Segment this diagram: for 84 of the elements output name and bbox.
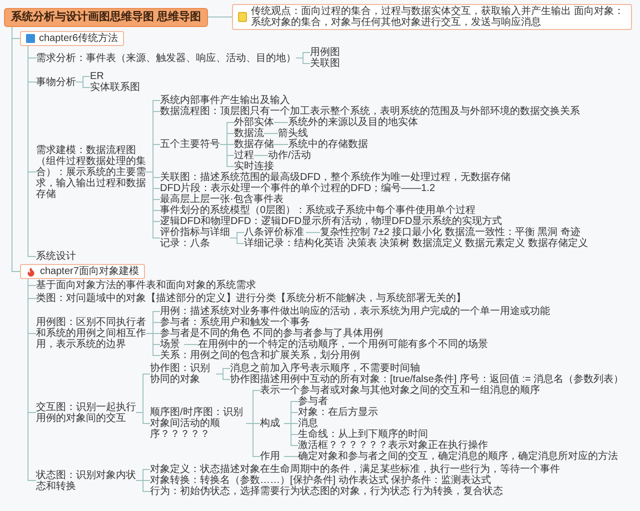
topic-text: 实体联系图 — [90, 82, 140, 93]
connector-line — [274, 144, 288, 145]
topic-text: 参与者 — [298, 396, 328, 407]
connector-line — [254, 155, 268, 156]
connector-line — [230, 238, 244, 244]
topic-text: 对象：在后方显示 — [298, 407, 378, 418]
connector-line — [264, 133, 278, 134]
topic-text: 协作图描述用例中互动的所有对象：[true/false条件] 序号：返回值 := 消息名（参数列表） — [230, 374, 624, 385]
topic-text: 动作/活动 — [268, 150, 311, 161]
topic-text: 数据流程图：顶层图只有一个加工表示整个系统，表明系统的范围及与外部环境的数据交换关系 — [160, 106, 580, 117]
topic-text: 确定对象和参与者之间的交互，确定消息的顺序，确定消息所对应的方法 — [298, 451, 618, 462]
topic-text: 外部实体 — [234, 117, 274, 128]
topic-text: 在用例中的一个特定的活动顺序，一个用例可能有多个不同的场景 — [198, 339, 488, 350]
topic-text: 数据存储 — [234, 139, 274, 150]
topic-text: 顺序图/时序图：识别对象间活动的顺序？？？？？ — [150, 407, 246, 440]
topic-text: 场景 — [160, 339, 184, 350]
topic-text: 逻辑DFD和物理DFD：逻辑DFD显示所有活动，物理DFD显示系统的实现方式 — [160, 216, 502, 227]
topic-text: DFD片段：表示处理一个事件的单个过程的DFD；编号——1.2 — [160, 183, 436, 194]
topic-text: 交互图：识别一起执行用例的对象间的交互 — [36, 402, 136, 424]
connector-line — [246, 423, 260, 457]
connector-line — [284, 423, 298, 446]
topic-text: 生命线：从上到下顺序的时间 — [298, 429, 428, 440]
topic-text: 详细记录：结构化英语 决策表 决策树 数据流定义 数据元素定义 数据存储定义 — [244, 238, 588, 249]
topic-text: 用例图：区别不同执行者和系统的用例之间相互作用，表示系统的边界 — [36, 317, 146, 350]
topic-text: 事物分析 — [36, 76, 76, 88]
topic-text: 协作图：识别协同的对象 — [150, 363, 216, 385]
chapter-box — [20, 31, 124, 46]
root-topic-box: 系统分析与设计画图思维导图 思维导图 — [4, 8, 208, 26]
topic-text: 作用 — [260, 451, 284, 462]
connector-line — [220, 144, 234, 167]
connector-line — [12, 26, 20, 272]
topic-text: 箭头线 — [278, 128, 308, 139]
chapter-title: chapter6传统方法 — [39, 33, 118, 44]
topic-text: 行为：初始伪状态，选择需要行为状态图的对象，行为状态 行为转换，复合状态 — [150, 486, 503, 497]
connector-line — [76, 82, 90, 88]
topic-text: 消息之前加入序号表示顺序，不需要时间轴 — [230, 363, 420, 374]
topic-text: 用例：描述系统对业务事件做出响应的活动，表示系统为用户完成的一个单一用途或功能 — [160, 306, 550, 317]
topic-text: 基于面向对象方法的事件表和面向对象的系统需求 — [36, 280, 256, 291]
topic-text: 八条评价标准 — [244, 227, 306, 238]
connector-line — [284, 456, 298, 457]
topic-text: 系统内部事件产生输出及输入 — [160, 95, 290, 106]
connector-line — [296, 58, 310, 64]
topic-text: ER — [90, 71, 104, 82]
topic-text: 实时连接 — [234, 161, 274, 172]
topic-text: 对象定义：状态描述对象在生命周期中的条件，满足某些标准，执行一些行为，等待一个事件 — [150, 464, 560, 475]
topic-text: 系统设计 — [36, 251, 76, 262]
topic-text: 评价指标与详细记录：八条 — [160, 227, 230, 249]
topic-text: 关联图：描述系统范围的最高级DFD，整个系统作为唯一处理过程，无数据存储 — [160, 172, 511, 183]
topic-text: 参与者是不同的角色 不同的参与者参与了具体用例 — [160, 328, 383, 339]
note-text: 传统观点：面向过程的集合，过程与数据实体交互，获取输入并产生输出 面向对象：系统对象的集合，对象与任何其他对象进行交互，发送与响应消息 — [251, 6, 625, 28]
connector-line — [28, 46, 36, 257]
topic-text: 最高层上层一张·包含事件表 — [160, 194, 284, 205]
connector-line — [208, 16, 233, 18]
topic-text: 表示一个参与者或对象与其他对象之间的交互和一组消息的顺序 — [260, 385, 540, 396]
topic-text: 系统中的存储数据 — [288, 139, 368, 150]
chapter-box — [20, 264, 145, 279]
connector-line — [216, 374, 230, 380]
topic-text: 需求建模：数据流程图（组件过程数据处理的集合）：展示系统的主要需求，输入输出过程和数据存储 — [36, 144, 146, 200]
topic-text: 类图：对问题域中的对象【描述部分的定义】进行分类【系统分析不能解决，与系统部署无关的】 — [36, 293, 466, 304]
topic-text: 数据流 — [234, 128, 264, 139]
topic-text: 参与者：系统用户和触发一个事务 — [160, 317, 310, 328]
connector-line — [274, 122, 288, 123]
topic-text: 激活框？？？？？？表示对象正在执行操作 — [298, 440, 488, 451]
topic-text: 过程 — [234, 150, 254, 161]
topic-text: 消息 — [298, 418, 318, 429]
chapter-title: chapter7面向对象建模 — [40, 266, 139, 277]
topic-text: 用例图 — [310, 47, 340, 58]
topic-text: 需求分析：事件表（来源、触发器、响应、活动、目的地） — [36, 52, 296, 64]
topic-text: 状态图：识别对象内状态和转换 — [36, 470, 136, 492]
topic-text: 五个主要符号 — [160, 139, 220, 150]
topic-text: 关联图 — [310, 58, 340, 69]
connector-line — [28, 278, 36, 481]
topic-text: 构成 — [260, 418, 284, 429]
topic-text: 关系：用例之间的包含和扩展关系，划分用例 — [160, 350, 360, 361]
topic-text: 事件划分的系统模型（0层图）：系统或子系统中每个事件使用单个过程 — [160, 205, 476, 216]
connector-line — [306, 232, 320, 233]
connector-line — [146, 333, 160, 356]
connector-line — [136, 412, 150, 424]
topic-text: 复杂性控制 7±2 接口最小化 数据流一致性：平衡 黑洞 奇迹 — [320, 227, 581, 238]
note-box — [232, 4, 632, 30]
connector-line — [184, 344, 198, 345]
connector-line — [136, 480, 150, 492]
topic-text: 系统外的来源以及目的地实体 — [288, 117, 418, 128]
topic-text: 对象转换：转换名（参数……）[保护条件] 动作表达式 保护条件：监测表达式 — [150, 475, 492, 486]
